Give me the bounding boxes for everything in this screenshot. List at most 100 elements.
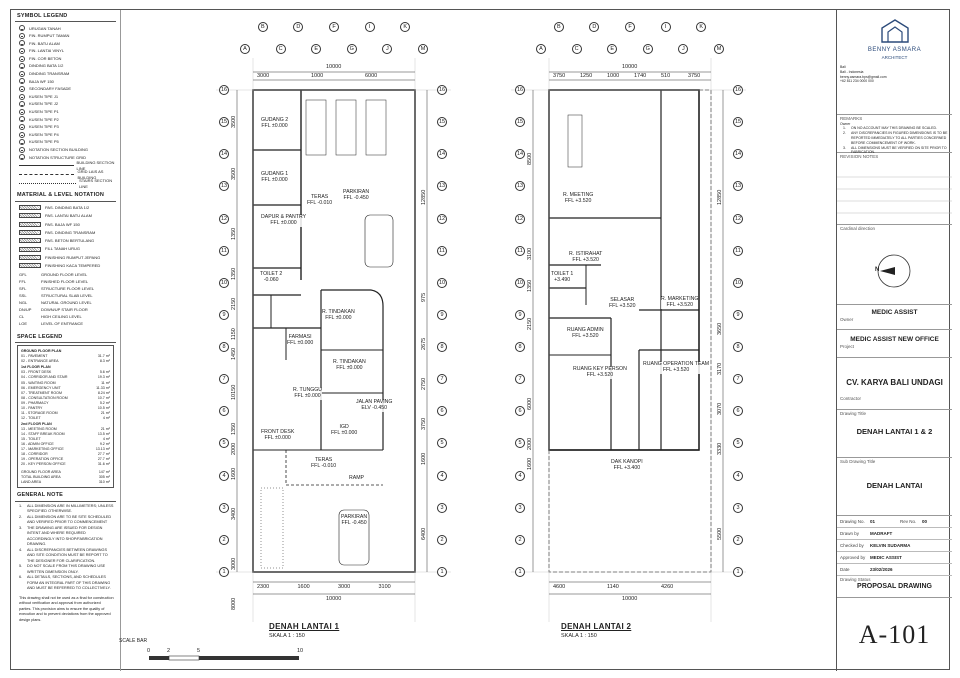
grid-bubble: 1 xyxy=(733,567,743,577)
grid-bubble: 3 xyxy=(515,502,525,513)
divider xyxy=(15,21,116,23)
north-arrow-icon xyxy=(877,254,911,288)
grid-bubble: 10 xyxy=(515,277,525,288)
date-caption: Date xyxy=(840,567,850,572)
symbol-row: KUSEN TIPE P4 xyxy=(11,131,120,139)
room-level: FFL +3.520 xyxy=(564,197,592,204)
status-row: Drawing Status PROPOSAL DRAWING xyxy=(837,576,952,598)
grid-bubble: 1 xyxy=(437,567,447,577)
grid-bubble: E xyxy=(607,44,618,54)
grid-bubble: 5 xyxy=(219,438,229,449)
grid-bubble: A xyxy=(536,44,546,54)
remark-item: 3.ALL DIMENSIONS MUST BE VERIFIED ON SIT… xyxy=(837,146,952,156)
space-name: 02 - ENTRANCE AREA xyxy=(21,359,59,364)
general-note-text: DO NOT SCALE FROM THIS DRAWING USE WRITT… xyxy=(27,564,106,574)
space-area: 4 m² xyxy=(102,436,110,441)
symbol-label: KUSEN TIPE P4 xyxy=(29,131,59,137)
material-label: FINISHING KACA TEMPERED xyxy=(45,263,101,269)
space-name: 15 - TOILET xyxy=(21,436,41,441)
section-marker-icon xyxy=(19,146,25,153)
material-swatch xyxy=(19,213,41,219)
grid-bubble: 3 xyxy=(219,502,229,513)
line-type-row: BUILDING SECTION LINE xyxy=(11,160,120,171)
general-note-number: 1. xyxy=(19,503,23,508)
section-marker-label: NOTATION SECTION BUILDING xyxy=(29,147,88,153)
grid-bubble: 4 xyxy=(437,470,447,481)
symbol-marker-icon xyxy=(19,85,25,92)
cardinal-title: Cardinal direction xyxy=(840,226,876,231)
grid-bubble: 16 xyxy=(515,85,525,95)
owner-section: MEDIC ASSIST Owner xyxy=(837,305,952,330)
grid-bubble: 16 xyxy=(219,85,229,95)
space-name: 08 - CONSULTATION ROOM xyxy=(21,395,68,400)
notation-text: DOWN/UP STAIR FLOOR xyxy=(41,306,88,312)
room-level: FFL +3.520 xyxy=(572,256,599,263)
grid-bubble: 14 xyxy=(437,149,447,160)
date-row: Date 23/02/2026 xyxy=(837,564,952,576)
dimension-text: 2150 xyxy=(231,297,237,310)
dimension-text: 1150 xyxy=(231,328,237,340)
grid-bubble: 15 xyxy=(219,117,229,128)
drawn-by-caption: Drawn by xyxy=(840,531,860,536)
notation-text: LEVEL OF ENTRANCE xyxy=(41,320,84,326)
grid-bubble: 7 xyxy=(219,374,229,385)
general-note-item: 5.DO NOT SCALE FROM THIS DRAWING USE WRI… xyxy=(19,564,114,575)
dimension-text: 1350 xyxy=(527,279,533,292)
grid-bubble: D xyxy=(589,22,600,32)
grid-bubble: G xyxy=(346,44,357,54)
material-row: PAS. DINDING BATA 1/2 xyxy=(11,204,120,212)
remark-number: 1. xyxy=(843,126,846,130)
contractor-caption: Contractor xyxy=(840,396,862,401)
space-area: 4 m² xyxy=(102,415,110,420)
room-name: FARMASI xyxy=(288,334,312,340)
scale-tick: 2 xyxy=(167,648,171,654)
dimension-text: 3500 xyxy=(231,115,237,128)
room-name: PARKIRAN xyxy=(341,514,368,520)
grid-bubble: 5 xyxy=(733,438,743,449)
grid-bubble: 10 xyxy=(219,277,229,288)
material-swatch xyxy=(19,238,41,244)
room-name: R. MARKETING xyxy=(661,296,699,302)
symbol-row: FIN. BATU ALAM xyxy=(11,40,120,48)
space-ground-head: GROUND FLOOR PLAN xyxy=(21,349,62,354)
project-caption: Project xyxy=(840,344,855,349)
symbol-row: DINDING BATA 1/2 xyxy=(11,62,120,70)
dimension-text: 1600 xyxy=(421,452,427,465)
remark-text: ALL DIMENSIONS MUST BE VERIFIED ON SITE … xyxy=(851,145,947,155)
grid-bubble: C xyxy=(571,44,582,54)
space-name: 12 - TOILET xyxy=(21,415,41,420)
grid-bubble: 6 xyxy=(733,406,743,417)
grid-bubble: 2 xyxy=(437,534,447,545)
symbol-label: SECONDARY FASADE xyxy=(29,86,72,92)
material-swatch xyxy=(19,221,41,227)
symbol-marker-icon xyxy=(19,108,25,115)
symbol-marker-icon xyxy=(19,139,25,146)
grid-bubble: I xyxy=(660,22,671,32)
grid-bubble: 13 xyxy=(733,181,743,192)
drawing-no-value: 01 xyxy=(870,519,876,524)
symbol-row: FIN. RUMPUT TAMAN xyxy=(11,32,120,40)
general-note-item: 3.THE DRAWING ARE ISSUED FOR DESIGN INTE… xyxy=(19,526,114,548)
space-name: 09 - PHARMACY xyxy=(21,400,49,405)
grid-bubble: 11 xyxy=(733,245,743,256)
space-second-head: 2nd FLOOR PLAN xyxy=(21,421,52,426)
symbol-label: FIN. RUMPUT TAMAN xyxy=(29,33,70,39)
grid-bubble: 5 xyxy=(437,438,447,449)
dimension-text: 3400 xyxy=(231,507,237,520)
signoff-table: Drawing No. 01 Rev No. 00 Drawn by MADRA… xyxy=(837,516,952,650)
space-area: 21 m² xyxy=(100,410,110,415)
contact-line: benny.asmara.bps@gmail.com xyxy=(840,74,887,79)
material-swatch xyxy=(19,205,41,211)
